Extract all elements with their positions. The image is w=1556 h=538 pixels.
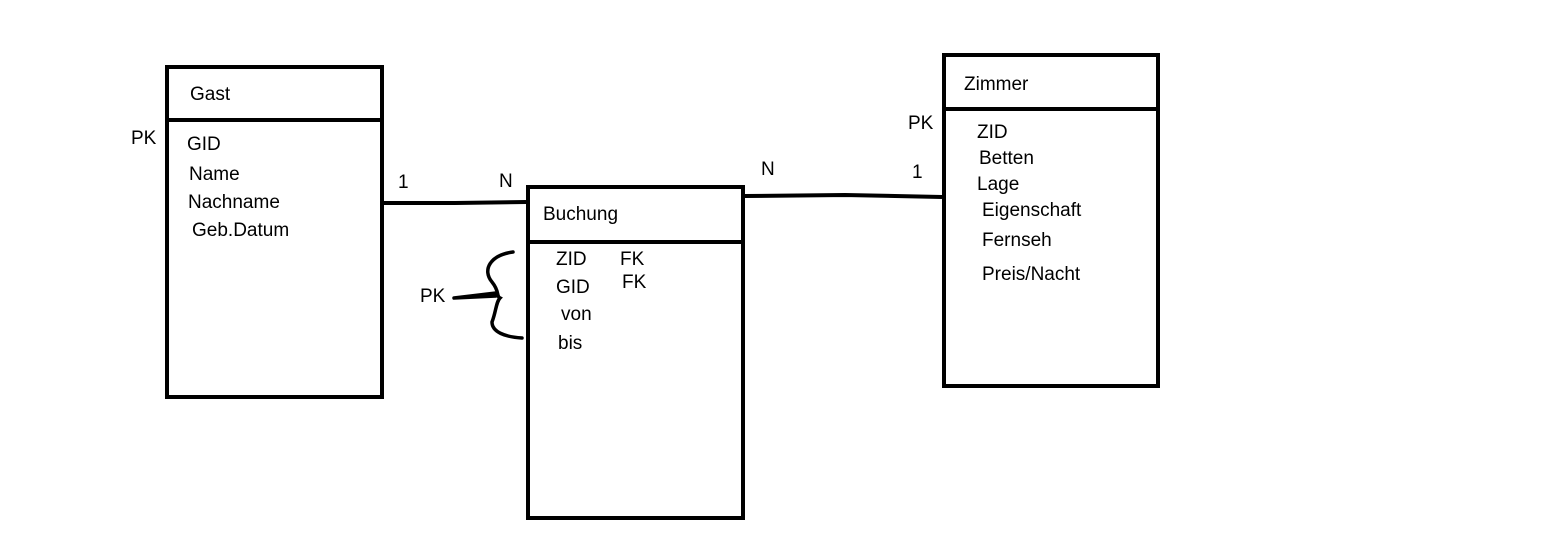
- entity-buchung-title: Buchung: [543, 204, 619, 225]
- relationship-line-buchung-zimmer: [744, 192, 943, 199]
- composite-key-brace: [486, 250, 524, 340]
- zimmer-attribute: ZID: [977, 122, 1008, 143]
- entity-buchung-header: Buchung: [530, 189, 741, 244]
- buchung-fk-label: FK: [620, 249, 645, 270]
- gast-attribute: Nachname: [188, 192, 280, 213]
- buchung-attribute: ZID: [556, 249, 587, 270]
- zimmer-attribute: Betten: [979, 148, 1034, 169]
- entity-gast: Gast GID Name Nachname Geb.Datum: [165, 65, 384, 399]
- composite-key-pointer: [452, 291, 498, 300]
- entity-gast-title: Gast: [190, 84, 231, 105]
- entity-zimmer-title: Zimmer: [964, 74, 1029, 95]
- zimmer-attribute: Lage: [977, 174, 1020, 195]
- gast-attribute: Name: [189, 164, 240, 185]
- cardinality-buchung-side-left: N: [499, 171, 513, 192]
- buchung-attribute: von: [561, 304, 592, 325]
- zimmer-attribute: Eigenschaft: [982, 200, 1082, 221]
- entity-zimmer-header: Zimmer: [946, 57, 1156, 111]
- buchung-pk-label: PK: [420, 286, 446, 307]
- gast-pk-label: PK: [131, 128, 157, 149]
- gast-attribute: GID: [187, 134, 221, 155]
- buchung-fk-label: FK: [622, 272, 647, 293]
- relationship-line-gast-buchung: [384, 200, 527, 205]
- cardinality-zimmer-side: 1: [912, 162, 923, 183]
- zimmer-pk-label: PK: [908, 113, 934, 134]
- zimmer-attribute: Fernseh: [982, 230, 1052, 251]
- entity-zimmer: Zimmer ZID Betten Lage Eigenschaft Ferns…: [942, 53, 1160, 388]
- buchung-attribute: bis: [558, 333, 583, 354]
- cardinality-gast-side: 1: [398, 172, 409, 193]
- entity-buchung: Buchung ZID FK GID FK von bis: [526, 185, 745, 520]
- cardinality-buchung-side-right: N: [761, 159, 775, 180]
- entity-gast-header: Gast: [169, 69, 380, 122]
- zimmer-attribute: Preis/Nacht: [982, 264, 1081, 285]
- gast-attribute: Geb.Datum: [192, 220, 290, 241]
- buchung-attribute: GID: [556, 277, 590, 298]
